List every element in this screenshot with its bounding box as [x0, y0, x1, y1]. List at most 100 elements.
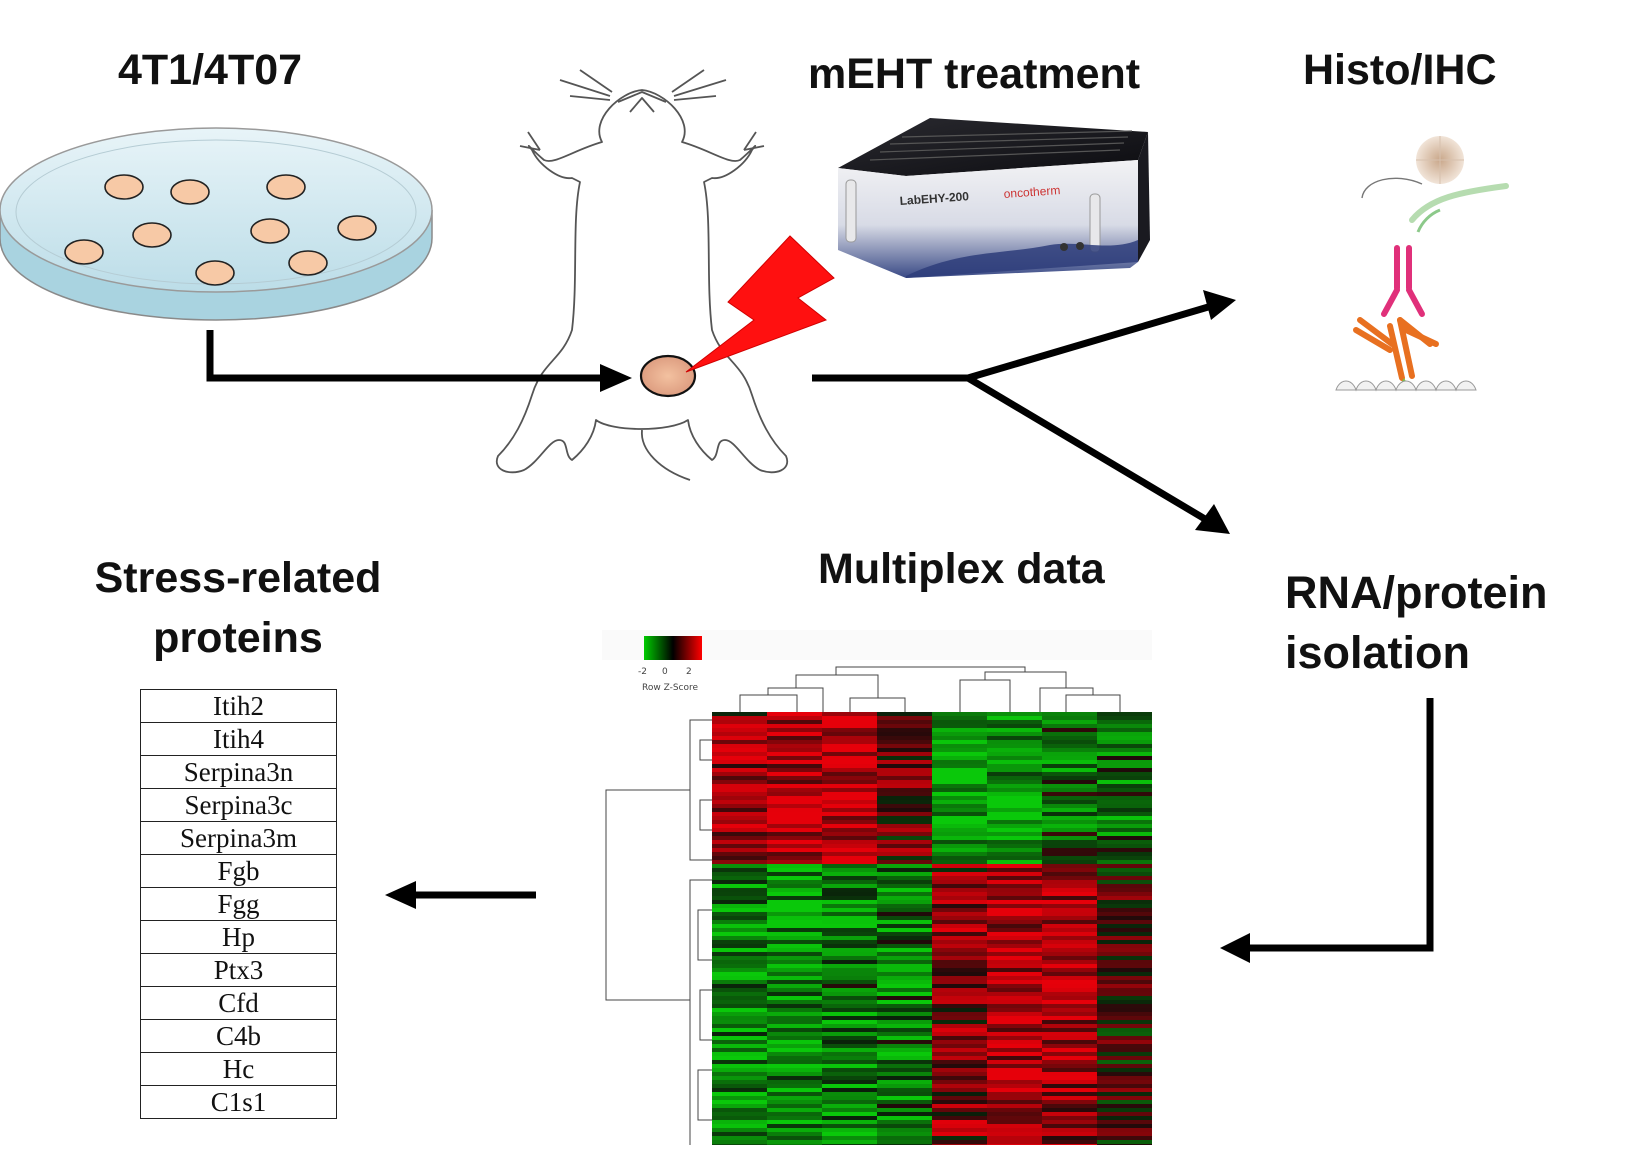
heatmap-cell	[932, 752, 987, 756]
heatmap-cell	[877, 820, 932, 824]
heatmap-cell	[822, 756, 877, 760]
heatmap-cell	[877, 792, 932, 796]
arrow-rna-to-multiplex	[1240, 698, 1434, 952]
heatmap-cell	[877, 1032, 932, 1036]
heatmap-cell	[767, 744, 822, 748]
heatmap-cell	[1042, 1100, 1097, 1104]
heatmap-cell	[712, 828, 767, 832]
heatmap-cell	[712, 768, 767, 772]
heatmap-cell	[822, 720, 877, 724]
heatmap-cell	[712, 840, 767, 844]
heatmap-cell	[1097, 816, 1152, 820]
heatmap-cell	[822, 772, 877, 776]
cell-lines-title: 4T1/4T07	[118, 46, 303, 94]
heatmap-cell	[987, 1100, 1042, 1104]
heatmap-cell	[877, 840, 932, 844]
heatmap-cell	[1097, 1112, 1152, 1116]
heatmap-cell	[1097, 1108, 1152, 1112]
heatmap-cell	[932, 840, 987, 844]
heatmap-cell	[712, 832, 767, 836]
heatmap-cell	[822, 880, 877, 884]
heatmap-cell	[1042, 1084, 1097, 1088]
heatmap-cell	[767, 732, 822, 736]
heatmap-cell	[767, 900, 822, 904]
legend-tick-max: 2	[686, 667, 692, 677]
heatmap-cell	[712, 1092, 767, 1096]
heatmap-cell	[987, 832, 1042, 836]
heatmap-cell	[1097, 896, 1152, 900]
heatmap-cell	[822, 1140, 877, 1144]
heatmap-cell	[767, 716, 822, 720]
heatmap-cell	[767, 1112, 822, 1116]
heatmap-cell	[987, 712, 1042, 716]
heatmap-cell	[877, 864, 932, 868]
heatmap-cell	[932, 808, 987, 812]
heatmap-cell	[767, 1084, 822, 1088]
heatmap-cell	[987, 1120, 1042, 1124]
heatmap-cell	[987, 868, 1042, 872]
heatmap-cell	[987, 1028, 1042, 1032]
protein-cell: Serpina3m	[140, 821, 337, 855]
heatmap-cell	[877, 1040, 932, 1044]
heatmap-cell	[987, 764, 1042, 768]
heatmap-cell	[987, 1112, 1042, 1116]
heatmap-cell	[987, 1016, 1042, 1020]
heatmap-cell	[877, 968, 932, 972]
heatmap-cell	[822, 988, 877, 992]
heatmap-cell	[712, 796, 767, 800]
heatmap-cell	[987, 884, 1042, 888]
heatmap-cell	[987, 760, 1042, 764]
heatmap-cell	[877, 768, 932, 772]
heatmap-cell	[767, 740, 822, 744]
heatmap-cell	[767, 1104, 822, 1108]
histo-ihc-title: Histo/IHC	[1303, 46, 1497, 94]
heatmap-cell	[877, 816, 932, 820]
heatmap-cell	[877, 1108, 932, 1112]
heatmap-cell	[1042, 992, 1097, 996]
heatmap-cell	[822, 1040, 877, 1044]
heatmap-cell	[822, 1024, 877, 1028]
heatmap-cell	[932, 1004, 987, 1008]
heatmap-cell	[877, 1052, 932, 1056]
heatmap-cell	[1042, 1000, 1097, 1004]
heatmap-cell	[1097, 1016, 1152, 1020]
heatmap-cell	[1042, 748, 1097, 752]
heatmap-cell	[1097, 784, 1152, 788]
heatmap-cell	[877, 1012, 932, 1016]
heatmap-cell	[767, 724, 822, 728]
heatmap-cell	[932, 736, 987, 740]
heatmap-cell	[877, 748, 932, 752]
heatmap-cell	[822, 1108, 877, 1112]
heatmap-cell	[1097, 868, 1152, 872]
heatmap-cell	[1042, 888, 1097, 892]
heatmap-cell	[932, 1008, 987, 1012]
heatmap-cell	[877, 752, 932, 756]
heatmap-cell	[712, 928, 767, 932]
heatmap-cell	[987, 1040, 1042, 1044]
heatmap-cell	[822, 824, 877, 828]
heatmap-cell	[932, 796, 987, 800]
rna-title-line1: RNA/protein	[1285, 567, 1548, 618]
heatmap-cell	[822, 912, 877, 916]
heatmap-cell	[877, 892, 932, 896]
heatmap-cell	[877, 788, 932, 792]
heatmap-cell	[932, 1128, 987, 1132]
heatmap-cell	[932, 1068, 987, 1072]
heatmap-cell	[822, 1132, 877, 1136]
heatmap-cell	[822, 1044, 877, 1048]
heatmap-cell	[1042, 1036, 1097, 1040]
heatmap-cell	[987, 980, 1042, 984]
heatmap-cell	[1042, 1044, 1097, 1048]
heatmap-cell	[767, 844, 822, 848]
heatmap-cell	[877, 904, 932, 908]
heatmap-cell	[712, 1016, 767, 1020]
heatmap-cell	[1042, 1056, 1097, 1060]
heatmap-cell	[1097, 1132, 1152, 1136]
heatmap-cell	[987, 1084, 1042, 1088]
heatmap-cell	[987, 1048, 1042, 1052]
heatmap-cell	[712, 848, 767, 852]
heatmap-cell	[877, 1000, 932, 1004]
heatmap-cell	[822, 1052, 877, 1056]
heatmap-cell	[877, 1020, 932, 1024]
heatmap-cell	[822, 964, 877, 968]
